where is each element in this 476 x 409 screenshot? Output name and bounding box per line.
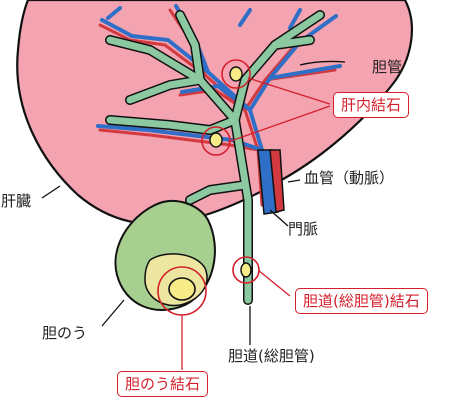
label-common-bile-duct-stone: 胆道(総胆管)結石 bbox=[295, 288, 428, 314]
label-portal-vein: 門脈 bbox=[288, 220, 319, 238]
intrahepatic-stone-1 bbox=[229, 66, 243, 82]
label-blood-vessel: 血管（動脈） bbox=[304, 169, 395, 187]
leader-bile-duct bbox=[299, 60, 346, 66]
leader-common-duct-stone bbox=[257, 269, 291, 297]
leader-liver bbox=[41, 185, 61, 199]
gallbladder-stone bbox=[168, 277, 196, 301]
leader-blood-vessel bbox=[287, 179, 301, 183]
common-bile-duct-stone bbox=[240, 262, 252, 278]
label-common-bile-duct: 胆道(総胆管) bbox=[228, 347, 315, 365]
label-intrahepatic-stone: 肝内結石 bbox=[333, 92, 410, 118]
leader-intrahepatic bbox=[227, 77, 331, 143]
leader-gallbladder bbox=[101, 299, 125, 327]
intrahepatic-stone-2 bbox=[209, 132, 223, 148]
label-gallbladder: 胆のう bbox=[42, 324, 88, 342]
leader-portal-vein bbox=[269, 209, 289, 227]
label-bile-duct: 胆管 bbox=[372, 58, 403, 76]
label-gallbladder-stone: 胆のう結石 bbox=[117, 371, 209, 397]
portal-vein-trunk bbox=[257, 149, 285, 215]
bile-duct-tree bbox=[105, 10, 325, 305]
label-liver: 肝臓 bbox=[1, 192, 32, 210]
highlight-circle-intrahepatic-1 bbox=[221, 59, 251, 89]
